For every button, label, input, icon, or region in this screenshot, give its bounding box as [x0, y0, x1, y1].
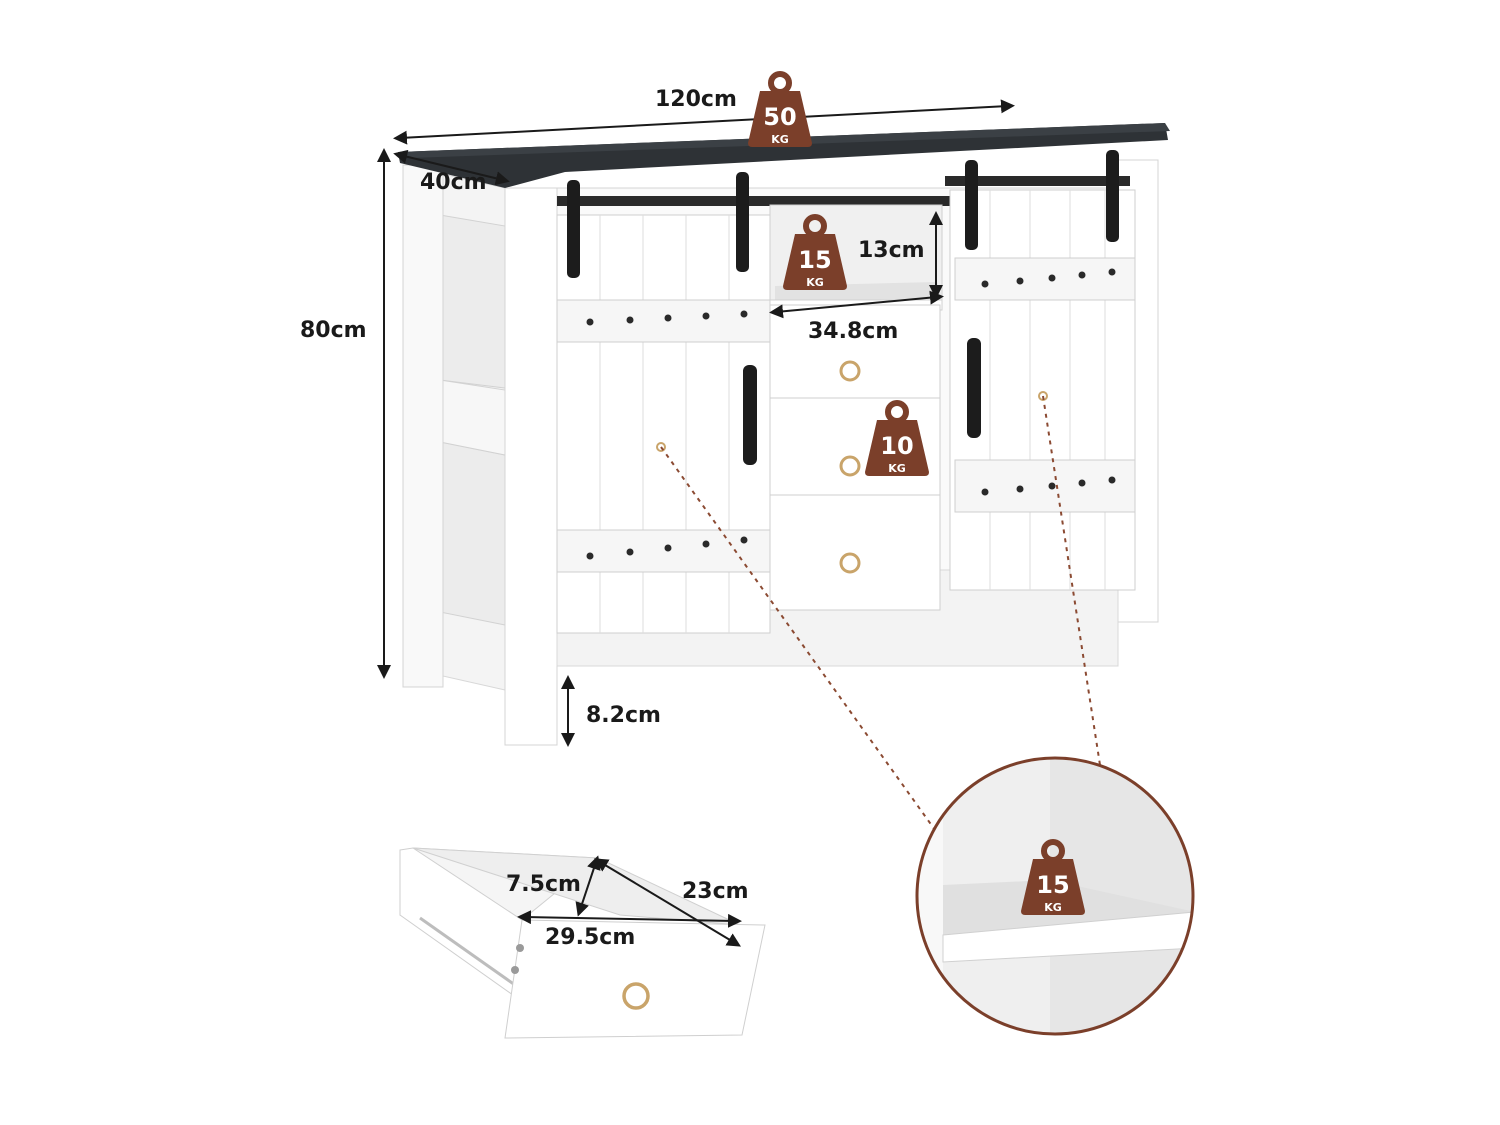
- weight-badge-inner-shelf: 15 KG: [1021, 842, 1085, 915]
- drawer-width-label: 29.5cm: [545, 925, 636, 950]
- barn-door-rail-right: [945, 176, 1130, 186]
- depth-dimension-line: [393, 149, 510, 186]
- right-barn-door: [949, 189, 1136, 591]
- weight-badge-drawer-value: 10: [880, 432, 913, 460]
- side-rail: [439, 379, 506, 456]
- shelf-width-dimension-line: [769, 290, 944, 319]
- drawer-height-label: 7.5cm: [506, 872, 581, 897]
- weight-badge-top-unit: KG: [771, 133, 789, 146]
- weight-badge-open-shelf-value: 15: [798, 246, 831, 274]
- left-door-handle: [743, 365, 757, 465]
- side-recess-lower: [439, 441, 506, 626]
- weight-badge-open-shelf: 15 KG: [783, 217, 847, 290]
- barn-door-rail-left: [557, 196, 952, 206]
- drawer-height-dimension-line: [575, 855, 601, 917]
- drawer-width-dimension-line: [517, 910, 742, 928]
- drawer-ring-pull: [839, 455, 861, 477]
- drawer-detail: [399, 847, 766, 1039]
- leg-clearance-label: 8.2cm: [586, 703, 661, 728]
- weight-badge-inner-shelf-unit: KG: [1044, 901, 1062, 914]
- back-left-leg: [402, 164, 444, 688]
- leader-lines: [660, 395, 1101, 831]
- width-label: 120cm: [655, 87, 737, 112]
- drawer-slide: [419, 916, 516, 987]
- drawer-ring-pull: [839, 360, 861, 382]
- drawer-3: [769, 494, 941, 611]
- shelf-height-label: 13cm: [858, 238, 925, 263]
- cabinet: [398, 123, 1170, 746]
- drawer-depth-label: 23cm: [682, 879, 749, 904]
- height-label: 80cm: [300, 318, 367, 343]
- width-dimension-line: [393, 99, 1015, 145]
- depth-label: 40cm: [420, 170, 487, 195]
- left-barn-door: [556, 214, 776, 634]
- weight-badge-inner-shelf-value: 15: [1036, 871, 1069, 899]
- drawer-depth-dimension-line: [593, 858, 742, 947]
- front-left-leg: [504, 187, 558, 746]
- weight-badge-drawer-unit: KG: [888, 462, 906, 475]
- left-door-soft-stop: [656, 442, 666, 452]
- drawer-ring-pull: [839, 552, 861, 574]
- dimension-lines: [377, 99, 1015, 747]
- right-door-handle: [967, 338, 981, 438]
- barn-door-hangers: [567, 150, 1119, 278]
- weight-badge-top: 50 KG: [748, 74, 812, 147]
- shelf-width-label: 34.8cm: [808, 319, 899, 344]
- weight-badge-open-shelf-unit: KG: [806, 276, 824, 289]
- drawers: [769, 304, 941, 611]
- side-recess-upper: [439, 214, 506, 389]
- weight-badge-top-value: 50: [763, 103, 796, 131]
- zoom-circle-border: [915, 756, 1195, 1036]
- drawer-ring-pull: [622, 982, 650, 1010]
- weight-badge-drawer: 10 KG: [865, 403, 929, 476]
